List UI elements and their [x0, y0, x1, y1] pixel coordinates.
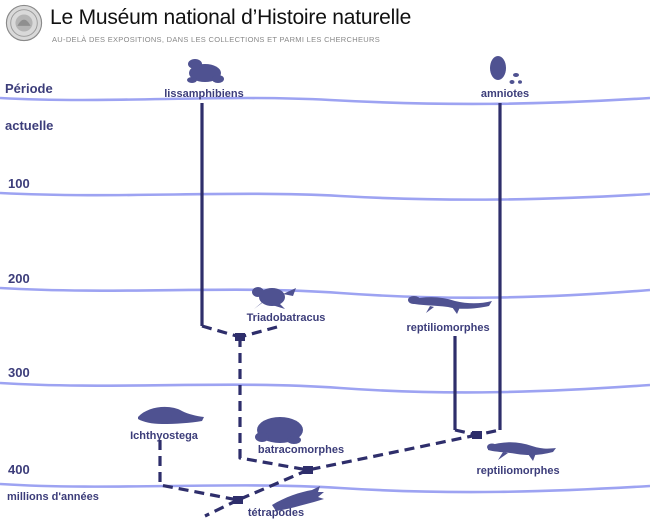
timeline-label-100: 100 — [8, 176, 30, 191]
taxon-label-ichthyostega: Ichthyostega — [130, 430, 199, 442]
site-title: Le Muséum national d’Histoire naturelle — [50, 6, 412, 29]
branch-ichthyostega — [158, 440, 239, 502]
node-marker-lissamphibiens — [235, 333, 245, 341]
period-line-300 — [0, 381, 650, 394]
museum-seal-icon — [5, 4, 43, 42]
timeline-label-periode: Période — [5, 81, 53, 96]
branch-batracomorphes — [238, 337, 309, 472]
frog-silhouette-icon — [187, 59, 224, 83]
period-line-400 — [0, 482, 650, 494]
limb-silhouette-icon — [272, 486, 324, 511]
site-subtitle: AU-DELÀ DES EXPOSITIONS, DANS LES COLLEC… — [52, 35, 380, 44]
timeline-label-400: 400 — [8, 462, 30, 477]
site-header: Le Muséum national d’Histoire naturelle … — [0, 0, 650, 52]
period-line-200 — [0, 286, 650, 299]
node-marker-batracomorphes — [303, 466, 313, 474]
taxon-label-reptiliomorphes-upper: reptiliomorphes — [406, 322, 489, 334]
tetrapod-silhouette-icon — [138, 406, 204, 424]
period-line-present — [0, 96, 650, 106]
lizard-silhouette-icon — [408, 296, 492, 314]
timeline-label-200: 200 — [8, 271, 30, 286]
taxon-label-triadobatracus: Triadobatracus — [247, 312, 326, 324]
timeline-label-300: 300 — [8, 365, 30, 380]
node-marker-tetrapodes — [233, 496, 243, 504]
branch-lissamphibiens-base — [201, 324, 241, 339]
timeline-unit-label: millions d'années — [7, 491, 99, 503]
egg-silhouette-icon — [490, 56, 522, 84]
node-marker-reptiliomorphes — [472, 431, 482, 439]
branch-triadobatracus — [239, 325, 278, 339]
taxon-label-lissamphibiens: lissamphibiens — [164, 88, 243, 100]
branch-crown-tetrapods — [237, 468, 309, 502]
period-line-100 — [0, 191, 650, 201]
taxon-label-amniotes: amniotes — [481, 88, 529, 100]
salamander-silhouette-icon — [252, 287, 296, 309]
branch-reptiliomorphes-base — [307, 433, 478, 472]
lizard-silhouette-icon — [487, 442, 556, 461]
taxon-label-batracomorphes: batracomorphes — [258, 444, 344, 456]
taxon-label-reptiliomorphes-lower: reptiliomorphes — [476, 465, 559, 477]
taxon-label-tetrapodes: tétrapodes — [248, 507, 304, 519]
toad-silhouette-icon — [255, 417, 303, 444]
timeline-label-actuelle: actuelle — [5, 118, 53, 133]
branch-tetrapodes-root — [204, 498, 239, 518]
